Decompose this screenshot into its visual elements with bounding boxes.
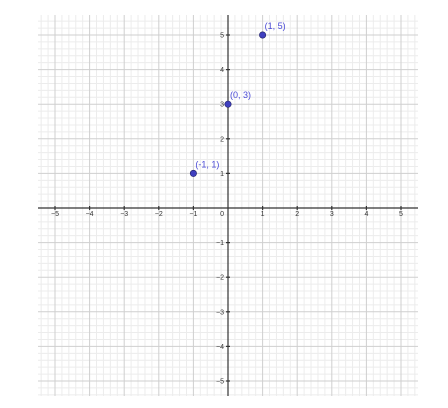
y-tick-label: 3 [220, 102, 224, 109]
x-tick-label: −5 [51, 211, 59, 218]
data-point [189, 169, 197, 177]
y-tick-label: 5 [220, 33, 224, 40]
tick-labels: −5 −4 −3 −2 −1 1 2 3 4 5 −5 −4 −3 −2 −1 1 2 3 4 5 0 [51, 33, 403, 386]
y-tick-label: −2 [216, 275, 224, 282]
x-tick-label: 2 [295, 211, 299, 218]
x-tick-label: −4 [86, 211, 94, 218]
y-tick-label: −3 [216, 309, 224, 316]
x-tick-label: −1 [189, 211, 197, 218]
x-tick-label: −3 [120, 211, 128, 218]
data-point [259, 31, 267, 39]
point-label: (-1, 1) [195, 159, 219, 169]
y-tick-label: −4 [216, 344, 224, 351]
y-tick-label: 1 [220, 171, 224, 178]
axes [38, 15, 418, 396]
x-tick-label: −2 [155, 211, 163, 218]
y-tick-label: 2 [220, 136, 224, 143]
x-tick-label: 5 [399, 211, 403, 218]
point-label: (0, 3) [230, 90, 251, 100]
x-tick-label: 4 [364, 211, 368, 218]
x-tick-label: 1 [261, 211, 265, 218]
x-tick-label: 3 [330, 211, 334, 218]
origin-label: 0 [220, 211, 224, 218]
y-tick-label: −1 [216, 240, 224, 247]
data-point [224, 100, 232, 108]
y-tick-label: −5 [216, 379, 224, 386]
y-tick-label: 4 [220, 67, 224, 74]
data-points: (-1, 1) (0, 3) (1, 5) [189, 21, 286, 177]
point-label: (1, 5) [265, 21, 286, 31]
